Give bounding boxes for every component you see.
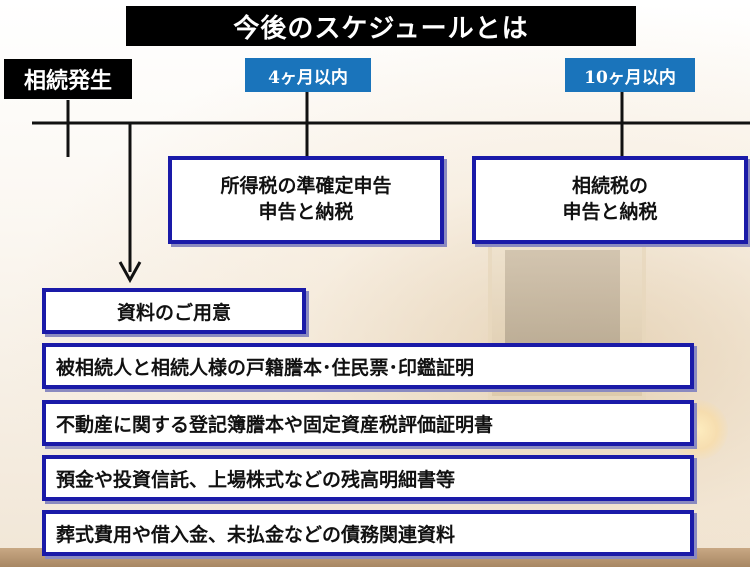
diagram-title: 今後のスケジュールとは bbox=[126, 6, 636, 46]
prep-arrow-head bbox=[118, 261, 142, 284]
document-item: 預金や投資信託、上場株式などの残高明細書等 bbox=[42, 455, 694, 501]
task-inheritance-tax-filing: 相続税の 申告と納税 bbox=[472, 156, 748, 244]
task-income-tax-filing: 所得税の準確定申告 申告と納税 bbox=[168, 156, 444, 244]
document-item: 被相続人と相続人様の戸籍謄本･住民票･印鑑証明 bbox=[42, 343, 694, 389]
document-item: 葬式費用や借入金、未払金などの債務関連資料 bbox=[42, 510, 694, 556]
task-line: 申告と納税 bbox=[562, 201, 658, 223]
preparation-title: 資料のご用意 bbox=[42, 288, 306, 334]
start-label: 相続発生 bbox=[4, 59, 132, 99]
task-line: 申告と納税 bbox=[258, 201, 354, 223]
task-line: 相続税の bbox=[571, 175, 648, 198]
milestone-10-months: 10ヶ月以内 bbox=[565, 58, 695, 92]
document-item: 不動産に関する登記簿謄本や固定資産税評価証明書 bbox=[42, 400, 694, 446]
milestone-4-months: 4ヶ月以内 bbox=[245, 58, 371, 92]
task-line: 所得税の準確定申告 bbox=[220, 175, 392, 198]
